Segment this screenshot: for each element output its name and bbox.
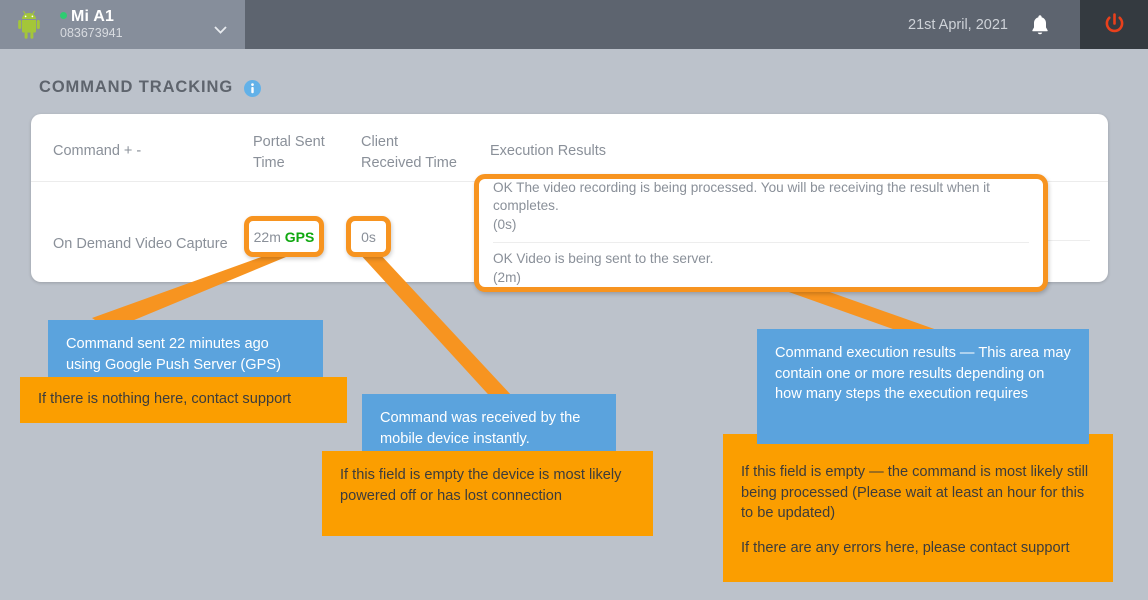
- topbar-right: 21st April, 2021: [245, 0, 1080, 49]
- logout-button[interactable]: [1080, 0, 1148, 49]
- execution-result-text: OK The video recording is being processe…: [493, 179, 990, 214]
- execution-result-item: OK Video is being sent to the server. (2…: [493, 241, 1029, 295]
- callout-execution-tip-text: Command execution results — This area ma…: [775, 345, 1071, 403]
- execution-result-elapsed: (0s): [493, 217, 517, 233]
- page-header: COMMAND TRACKING: [39, 78, 262, 97]
- power-icon: [1104, 13, 1125, 36]
- callout-portal-warning: If there is nothing here, contact suppor…: [20, 377, 347, 423]
- callout-portal-warning-text: If there is nothing here, contact suppor…: [38, 391, 292, 407]
- device-name-text: Mi A1: [71, 7, 115, 25]
- callout-execution-tip: Command execution results — This area ma…: [757, 329, 1089, 444]
- callout-client-tip: Command was received by the mobile devic…: [362, 394, 616, 451]
- portal-sent-time-text: 22m: [253, 228, 281, 245]
- callout-client-warning-text: If this field is empty the device is mos…: [340, 467, 622, 504]
- device-info: Mi A1 083673941: [60, 7, 123, 41]
- column-header-portal-sent-time[interactable]: Portal Sent Time: [253, 134, 325, 172]
- gps-badge: GPS: [284, 228, 315, 245]
- execution-result-text: OK Video is being sent to the server.: [493, 250, 714, 266]
- current-date: 21st April, 2021: [908, 16, 1008, 33]
- bell-icon[interactable]: [1030, 14, 1050, 36]
- chevron-down-icon[interactable]: [214, 21, 227, 34]
- execution-result-item: OK The video recording is being processe…: [493, 172, 1029, 242]
- status-online-dot: [60, 11, 67, 19]
- highlight-client-received-time: 0s: [346, 216, 391, 257]
- highlight-execution-results: OK The video recording is being processe…: [474, 174, 1048, 292]
- device-id: 083673941: [60, 26, 123, 41]
- callout-portal-tip-text: Command sent 22 minutes ago using Google…: [66, 336, 281, 373]
- portal-sent-time-value: 22m GPS: [254, 229, 315, 245]
- column-header-execution-results[interactable]: Execution Results: [490, 143, 607, 159]
- execution-result-elapsed: (2m): [493, 269, 521, 285]
- client-received-time-value: 0s: [361, 228, 376, 245]
- column-header-client-received-time[interactable]: Client Received Time: [361, 134, 457, 172]
- callout-execution-warning: If this field is empty — the command is …: [723, 434, 1113, 582]
- device-name: Mi A1: [60, 7, 123, 26]
- callout-portal-tip: Command sent 22 minutes ago using Google…: [48, 320, 323, 377]
- table-header-row: Command + - Portal Sent Time Client Rece…: [31, 114, 1108, 182]
- page-title: COMMAND TRACKING: [39, 78, 234, 96]
- device-selector[interactable]: Mi A1 083673941: [0, 0, 245, 49]
- callout-execution-warning-1: If this field is empty — the command is …: [741, 464, 1089, 522]
- top-bar: Mi A1 083673941 21st April, 2021: [0, 0, 1148, 49]
- highlight-portal-sent-time: 22m GPS: [244, 216, 324, 257]
- info-icon[interactable]: [244, 80, 262, 97]
- callout-execution-warning-2: If there are any errors here, please con…: [741, 540, 1070, 557]
- android-robot-icon: [12, 8, 46, 42]
- table-row-command-name: On Demand Video Capture: [53, 236, 228, 252]
- callout-client-tip-text: Command was received by the mobile devic…: [380, 410, 581, 447]
- column-header-command[interactable]: Command + -: [53, 143, 142, 159]
- callout-client-warning: If this field is empty the device is mos…: [322, 451, 653, 536]
